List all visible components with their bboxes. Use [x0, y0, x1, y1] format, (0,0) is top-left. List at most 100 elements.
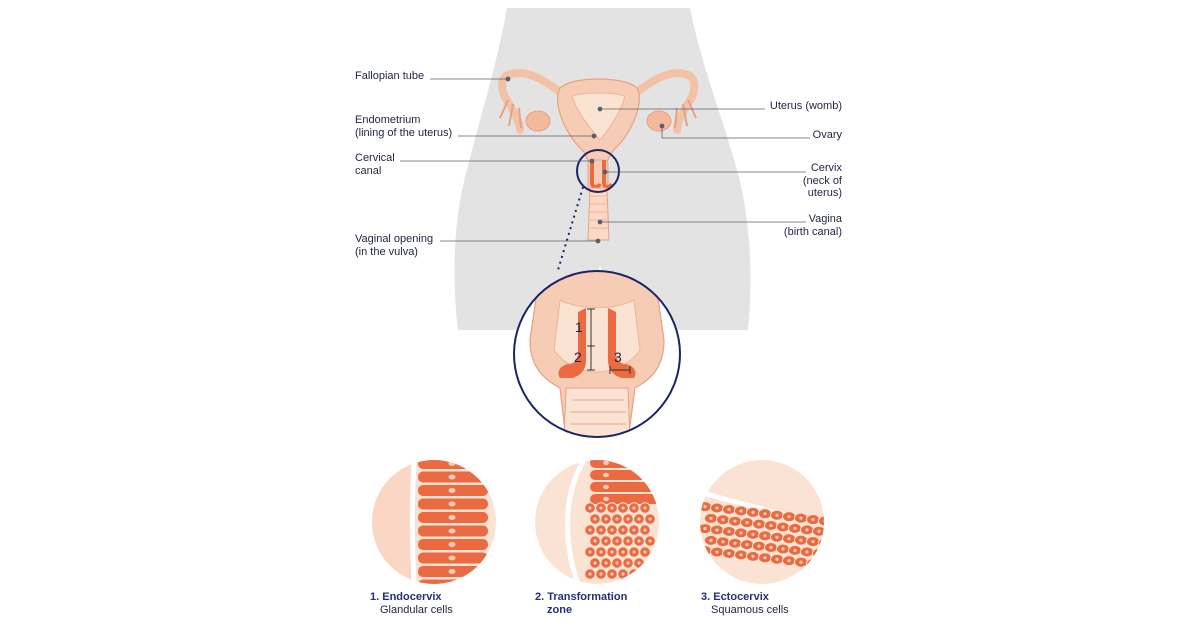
cell-nucleus [829, 531, 832, 534]
cell-nucleus [610, 528, 614, 532]
cell-nucleus [604, 517, 608, 521]
cell-nucleus [603, 472, 609, 478]
cell-nucleus [787, 559, 791, 563]
cell-nucleus [610, 550, 614, 554]
cell-nucleus [817, 529, 821, 533]
cell-nucleus [763, 556, 767, 560]
cell-nucleus [805, 550, 809, 554]
cell-nucleus [626, 517, 630, 521]
cell-nucleus [588, 550, 592, 554]
squamous-cell [818, 515, 824, 527]
cell-nucleus [703, 549, 707, 553]
cell-nucleus [610, 506, 614, 510]
caption-endocervix: 1. Endocervix Glandular cells [370, 591, 453, 616]
cell-nucleus [648, 561, 652, 565]
uterus-illustration [498, 68, 699, 241]
caption-transformation-zone: 2. Transformation zone [535, 591, 628, 616]
cell-nucleus [588, 528, 592, 532]
left-fallopian-tube [498, 68, 569, 134]
cell-nucleus [733, 541, 737, 545]
cell-nucleus [739, 553, 743, 557]
cell-nucleus [632, 572, 636, 576]
glandular-cell [590, 494, 659, 504]
cell-nucleus [588, 506, 592, 510]
cell-nucleus [448, 461, 456, 466]
label-ovary: Ovary [812, 129, 842, 141]
cell-nucleus [448, 488, 456, 493]
cell-nucleus [621, 506, 625, 510]
cell-nucleus [775, 557, 779, 561]
cell-nucleus [603, 484, 609, 490]
cell-nucleus [448, 474, 456, 480]
cell-nucleus [643, 506, 647, 510]
cell-nucleus [648, 517, 652, 521]
squamous-cell [825, 550, 838, 560]
cell-nucleus [703, 505, 707, 509]
label-vagina: Vagina (birth canal) [783, 213, 842, 238]
cell-nucleus [733, 519, 737, 523]
transformation-zone-cells-circle [535, 460, 659, 584]
cell-nucleus [751, 532, 755, 536]
cell-nucleus [648, 539, 652, 543]
cell-nucleus [626, 561, 630, 565]
cell-nucleus [709, 516, 713, 520]
squamous-cell [644, 557, 656, 569]
cell-nucleus [599, 550, 603, 554]
squamous-cell [639, 568, 651, 580]
cell-nucleus [739, 531, 743, 535]
cervix-highlight-ring [576, 149, 620, 193]
cell-nucleus [599, 572, 603, 576]
cell-nucleus [715, 550, 719, 554]
cell-nucleus [593, 539, 597, 543]
right-ovary [646, 110, 672, 132]
left-ovary [525, 110, 551, 132]
squamous-cell [818, 537, 824, 549]
cell-nucleus [757, 544, 761, 548]
cell-nucleus [632, 528, 636, 532]
label-vaginal-opening: Vaginal opening (in the vulva) [355, 233, 434, 258]
cell-nucleus [448, 501, 456, 507]
zoom-connector [557, 186, 584, 271]
cell-nucleus [811, 539, 815, 544]
cell-nucleus [751, 554, 755, 558]
cell-nucleus [637, 539, 641, 543]
glandular-cell [590, 460, 659, 468]
right-fallopian-tube [628, 68, 699, 134]
cell-nucleus [823, 563, 824, 567]
cell-nucleus [781, 547, 785, 551]
cell-nucleus [637, 561, 641, 565]
cell-nucleus [448, 555, 456, 561]
cell-nucleus [787, 515, 791, 519]
cell-nucleus [599, 506, 603, 510]
cell-nucleus [727, 551, 731, 556]
cell-nucleus [603, 496, 609, 502]
endocervix-cells-circle [372, 460, 496, 584]
label-fallopian-tube: Fallopian tube [355, 70, 425, 82]
cell-nucleus [715, 528, 719, 532]
cell-nucleus [799, 538, 803, 542]
cell-nucleus [643, 572, 647, 576]
cell-nucleus [823, 541, 824, 545]
cell-nucleus [632, 550, 636, 554]
cell-nucleus [604, 561, 608, 565]
cell-nucleus [448, 515, 456, 520]
cell-nucleus [745, 543, 749, 547]
cell-nucleus [811, 561, 815, 566]
squamous-cell [825, 528, 838, 538]
cell-nucleus [599, 528, 603, 532]
zoom-marker-2: 2 [574, 349, 582, 365]
cell-nucleus [763, 534, 767, 538]
squamous-cell [812, 547, 824, 559]
cell-nucleus [621, 550, 625, 554]
cell-nucleus [817, 551, 821, 555]
cell-nucleus [448, 582, 456, 584]
cell-nucleus [781, 525, 785, 529]
cell-nucleus [787, 537, 791, 541]
ectocervix-cells-circle [700, 460, 838, 584]
caption-ectocervix: 3. Ectocervix Squamous cells [701, 591, 789, 616]
glandular-cell [590, 482, 659, 492]
cell-nucleus [793, 548, 797, 553]
squamous-cell [700, 545, 712, 557]
cell-nucleus [799, 560, 803, 564]
